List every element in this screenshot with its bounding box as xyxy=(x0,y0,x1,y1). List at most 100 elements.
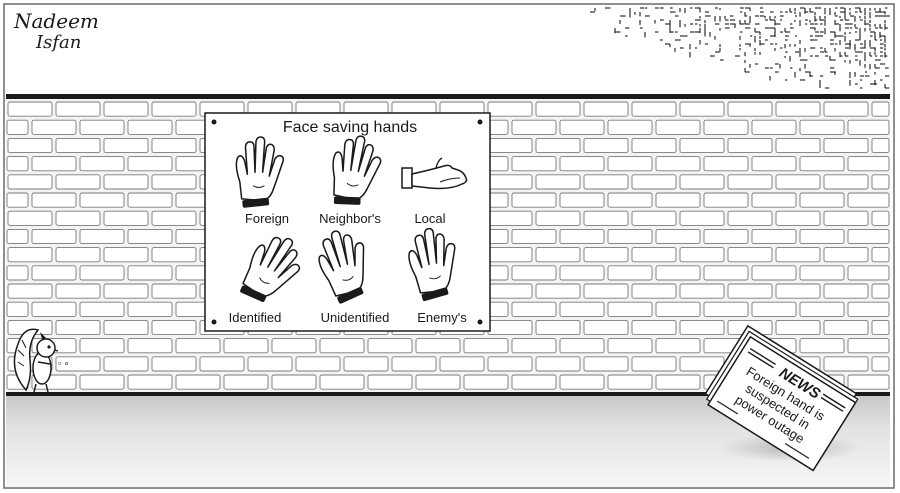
brick xyxy=(6,301,29,317)
artist-signature: Nadeem Isfan xyxy=(13,9,99,53)
brick xyxy=(151,101,197,117)
brick xyxy=(727,247,773,263)
brick xyxy=(487,101,533,117)
brick xyxy=(583,319,629,336)
brick xyxy=(31,265,77,281)
brick xyxy=(31,228,77,245)
brick xyxy=(775,319,821,336)
brick xyxy=(415,374,461,390)
brick xyxy=(103,101,149,117)
brick xyxy=(55,283,101,299)
brick xyxy=(631,247,677,263)
brick xyxy=(847,228,890,245)
brick xyxy=(55,356,101,372)
brick xyxy=(487,174,533,190)
brick xyxy=(799,156,845,172)
brick xyxy=(847,374,890,390)
brick xyxy=(247,356,293,372)
brick xyxy=(223,374,269,390)
brick xyxy=(583,210,629,226)
brick xyxy=(511,119,557,135)
brick xyxy=(871,283,890,299)
brick xyxy=(6,265,29,281)
poster-title: Face saving hands xyxy=(283,119,417,136)
brick xyxy=(871,247,890,263)
poster-pin xyxy=(477,119,483,125)
brick xyxy=(823,137,869,154)
brick xyxy=(655,228,701,245)
brick xyxy=(703,301,749,317)
label-identified: Identified xyxy=(229,310,282,325)
brick xyxy=(631,283,677,299)
brick xyxy=(655,301,701,317)
brick xyxy=(271,338,317,354)
brick xyxy=(679,210,725,226)
brick xyxy=(703,192,749,208)
brick xyxy=(799,228,845,245)
brick xyxy=(655,119,701,135)
brick xyxy=(583,356,629,372)
brick xyxy=(319,374,365,390)
brick xyxy=(679,319,725,336)
brick xyxy=(487,247,533,263)
brick xyxy=(559,374,605,390)
brick xyxy=(6,119,29,135)
brick xyxy=(655,374,701,390)
brick xyxy=(103,174,149,190)
label-enemys: Enemy's xyxy=(417,310,467,325)
newspaper: NEWS Foreign hand is suspected in power … xyxy=(704,324,860,472)
brick xyxy=(775,101,821,117)
brick xyxy=(367,374,413,390)
brick xyxy=(79,156,125,172)
brick xyxy=(583,283,629,299)
brick xyxy=(679,101,725,117)
brick xyxy=(271,374,317,390)
brick xyxy=(847,338,890,354)
brick xyxy=(79,228,125,245)
sky-hatching xyxy=(590,7,890,89)
brick xyxy=(559,265,605,281)
brick xyxy=(103,319,149,336)
brick xyxy=(487,356,533,372)
brick xyxy=(31,119,77,135)
brick xyxy=(583,174,629,190)
brick xyxy=(823,174,869,190)
brick xyxy=(823,356,869,372)
brick xyxy=(127,156,173,172)
brick xyxy=(55,247,101,263)
brick xyxy=(871,210,890,226)
brick xyxy=(7,210,53,226)
brick xyxy=(55,137,101,154)
brick xyxy=(607,265,653,281)
face-saving-hands-poster: Face saving hands Foreign Neighbor's Loc… xyxy=(204,112,491,332)
brick xyxy=(799,265,845,281)
brick xyxy=(823,210,869,226)
brick xyxy=(655,265,701,281)
brick xyxy=(559,119,605,135)
brick xyxy=(775,283,821,299)
brick xyxy=(511,228,557,245)
brick xyxy=(847,265,890,281)
signature-line1: Nadeem xyxy=(13,9,99,33)
brick xyxy=(6,156,29,172)
label-neighbors: Neighbor's xyxy=(319,211,381,226)
brick xyxy=(6,192,29,208)
brick xyxy=(487,319,533,336)
brick xyxy=(79,338,125,354)
brick xyxy=(727,283,773,299)
brick xyxy=(151,247,197,263)
svg-text:▫ ∘: ▫ ∘ xyxy=(58,358,69,368)
brick xyxy=(7,137,53,154)
brick xyxy=(775,210,821,226)
brick xyxy=(511,374,557,390)
brick xyxy=(799,119,845,135)
brick xyxy=(559,192,605,208)
brick xyxy=(127,192,173,208)
brick xyxy=(343,356,389,372)
brick xyxy=(751,265,797,281)
brick xyxy=(631,174,677,190)
brick xyxy=(175,374,221,390)
brick xyxy=(847,119,890,135)
brick xyxy=(487,283,533,299)
brick xyxy=(151,319,197,336)
